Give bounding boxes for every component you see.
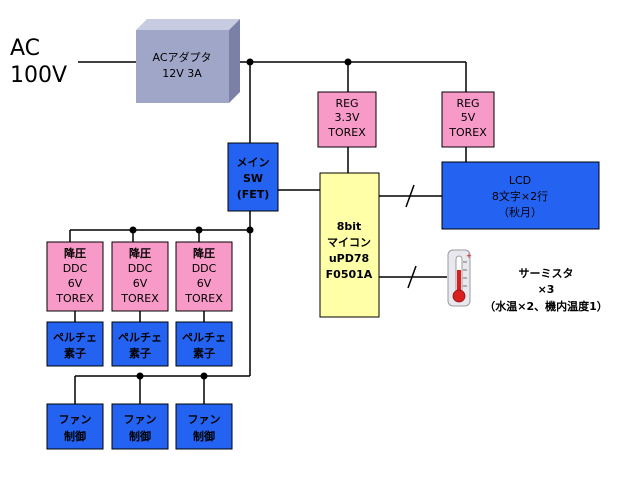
regulator-5v-line1: REG bbox=[456, 97, 479, 110]
mcu-line1: 8bit bbox=[337, 220, 362, 233]
fan-block-3: ファン 制御 bbox=[175, 403, 233, 450]
peltier-box bbox=[111, 321, 169, 367]
thermometer-icon: + bbox=[447, 249, 472, 307]
peltier-block-2: ペルチェ 素子 bbox=[111, 321, 169, 367]
ddc-line2: DDC bbox=[63, 262, 88, 275]
regulator-5v-line2: 5V bbox=[461, 111, 476, 124]
ddc-line3: 6V bbox=[133, 277, 148, 290]
ddc-line1: 降圧 bbox=[64, 246, 86, 260]
lcd-line3: （秋月） bbox=[498, 205, 542, 219]
thermistor-block: + サーミスタ ×3 （水温×2、機内温度1） bbox=[447, 249, 608, 313]
junction-dot bbox=[246, 226, 254, 234]
fan-line2: 制御 bbox=[129, 429, 151, 443]
fan-line1: ファン bbox=[188, 413, 221, 426]
fan-box bbox=[46, 403, 104, 450]
adapter-label-line2: 12V 3A bbox=[162, 67, 202, 80]
fan-box bbox=[175, 403, 233, 450]
fan-block-2: ファン 制御 bbox=[111, 403, 169, 450]
regulator-3v3-line3: TOREX bbox=[327, 126, 366, 139]
regulator-3v3-block: REG 3.3V TOREX bbox=[317, 91, 377, 148]
ddc-line4: TOREX bbox=[55, 292, 94, 305]
regulator-3v3-box bbox=[317, 91, 377, 148]
junction-dot bbox=[136, 372, 144, 380]
ddc-box bbox=[111, 241, 169, 312]
ddc-block-1: 降圧 DDC 6V TOREX bbox=[46, 241, 104, 312]
regulator-3v3-line1: REG bbox=[335, 97, 358, 110]
ac-label-line2: 100V bbox=[10, 63, 67, 88]
wires bbox=[69, 58, 467, 404]
main-switch-line3: (FET) bbox=[237, 188, 270, 201]
thermistor-line3: （水温×2、機内温度1） bbox=[484, 299, 608, 313]
peltier-line1: ペルチェ bbox=[53, 331, 97, 344]
fan-line1: ファン bbox=[59, 413, 92, 426]
regulator-5v-box bbox=[441, 91, 495, 148]
lcd-line2: 8文字×2行 bbox=[492, 189, 548, 203]
fan-block-1: ファン 制御 bbox=[46, 403, 104, 450]
svg-text:+: + bbox=[466, 252, 472, 260]
main-switch-line1: メイン bbox=[237, 156, 270, 169]
ac-input: AC 100V bbox=[10, 36, 67, 88]
peltier-line2: 素子 bbox=[64, 346, 86, 360]
mcu-line4: F0501A bbox=[326, 268, 373, 281]
lcd-block: LCD 8文字×2行 （秋月） bbox=[441, 161, 600, 230]
fan-box bbox=[111, 403, 169, 450]
adapter-side-face bbox=[229, 19, 240, 103]
junction-dot bbox=[195, 226, 203, 234]
peltier-box bbox=[46, 321, 104, 367]
mcu-line2: マイコン bbox=[327, 236, 371, 249]
mcu-block: 8bit マイコン uPD78 F0501A bbox=[319, 172, 380, 318]
wire-mcu-lcd-bus-mark bbox=[405, 184, 415, 208]
adapter-label-line1: ACアダプタ bbox=[152, 50, 211, 64]
peltier-line1: ペルチェ bbox=[182, 331, 226, 344]
adapter-top-face bbox=[136, 19, 240, 30]
peltier-line2: 素子 bbox=[129, 346, 151, 360]
ddc-line4: TOREX bbox=[184, 292, 223, 305]
ddc-box bbox=[46, 241, 104, 312]
ddc-block-3: 降圧 DDC 6V TOREX bbox=[175, 241, 233, 312]
ac-label-line1: AC bbox=[10, 36, 40, 61]
wire-mcu-thermistor-bus-mark bbox=[407, 265, 417, 289]
peltier-line1: ペルチェ bbox=[118, 331, 162, 344]
junction-dot bbox=[246, 58, 254, 66]
peltier-line2: 素子 bbox=[193, 346, 215, 360]
thermistor-line2: ×3 bbox=[538, 283, 555, 296]
regulator-5v-line3: TOREX bbox=[448, 126, 487, 139]
ddc-block-2: 降圧 DDC 6V TOREX bbox=[111, 241, 169, 312]
ac-adapter-block: ACアダプタ 12V 3A bbox=[136, 19, 240, 103]
lcd-line1: LCD bbox=[509, 174, 531, 187]
main-switch-box bbox=[227, 142, 279, 212]
regulator-5v-block: REG 5V TOREX bbox=[441, 91, 495, 148]
fan-line1: ファン bbox=[124, 413, 157, 426]
mcu-box bbox=[319, 172, 380, 318]
fan-line2: 制御 bbox=[64, 429, 86, 443]
main-switch-line2: SW bbox=[243, 172, 263, 185]
junction-dot bbox=[200, 372, 208, 380]
ddc-line4: TOREX bbox=[120, 292, 159, 305]
ddc-line1: 降圧 bbox=[193, 246, 215, 260]
ddc-line3: 6V bbox=[197, 277, 212, 290]
adapter-front-face bbox=[136, 30, 229, 103]
peltier-box bbox=[175, 321, 233, 367]
ddc-line2: DDC bbox=[192, 262, 217, 275]
peltier-block-1: ペルチェ 素子 bbox=[46, 321, 104, 367]
ddc-box bbox=[175, 241, 233, 312]
lcd-box bbox=[441, 161, 600, 230]
main-switch-block: メイン SW (FET) bbox=[227, 142, 279, 212]
ddc-line1: 降圧 bbox=[129, 246, 151, 260]
regulator-3v3-line2: 3.3V bbox=[334, 111, 359, 124]
peltier-block-3: ペルチェ 素子 bbox=[175, 321, 233, 367]
ddc-line3: 6V bbox=[68, 277, 83, 290]
fan-line2: 制御 bbox=[193, 429, 215, 443]
mcu-line3: uPD78 bbox=[329, 252, 369, 265]
thermistor-line1: サーミスタ bbox=[519, 267, 574, 280]
junction-dot bbox=[344, 58, 352, 66]
ddc-line2: DDC bbox=[128, 262, 153, 275]
junction-dot bbox=[129, 226, 137, 234]
